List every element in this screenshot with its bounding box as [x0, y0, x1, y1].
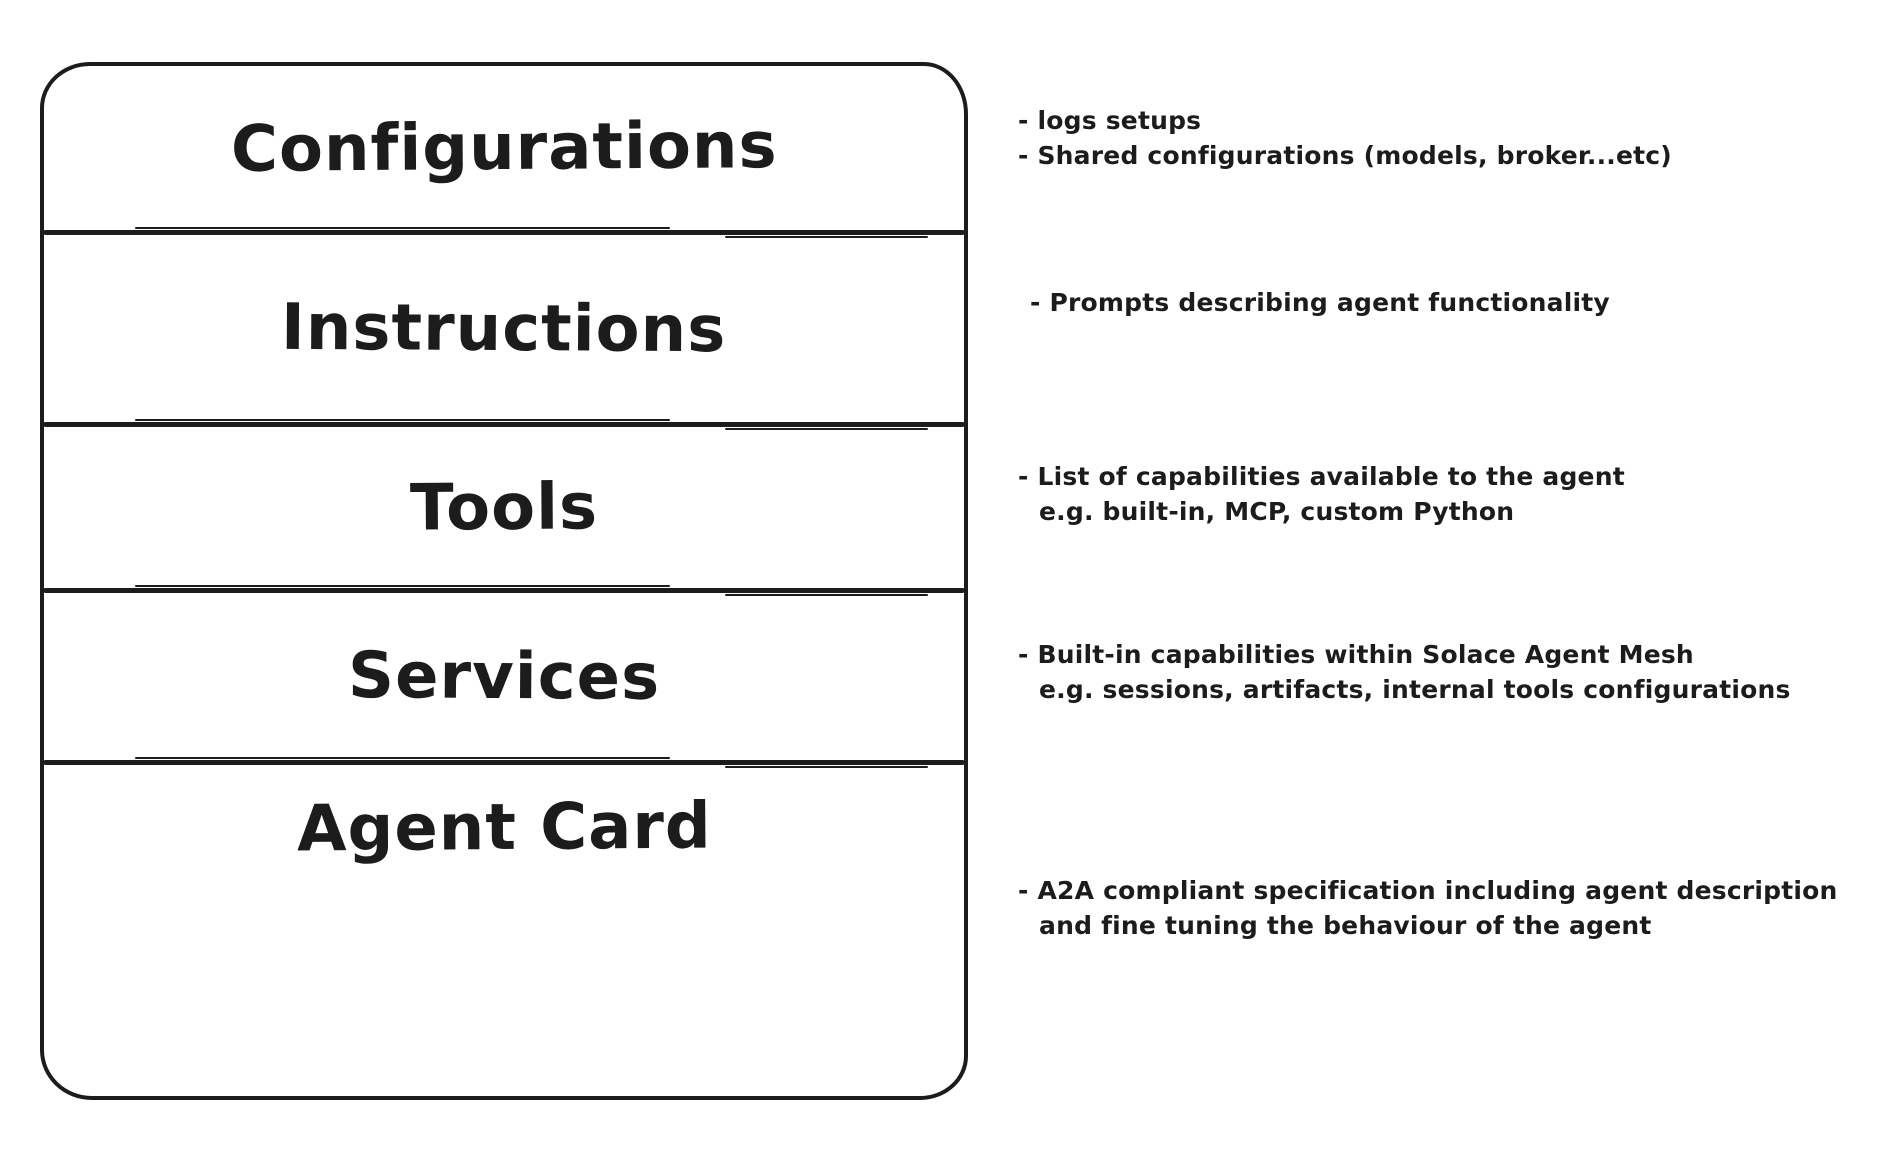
- section-label-configurations: Configurations: [230, 109, 778, 187]
- section-label-tools: Tools: [409, 469, 599, 546]
- section-divider: [43, 227, 965, 238]
- agent-component-stack: Configurations Instructions Tools Servic…: [40, 62, 968, 1100]
- annotation-line: - logs setups: [1018, 106, 1202, 135]
- section-services: Services: [44, 593, 964, 760]
- annotation-line: e.g. built-in, MCP, custom Python: [1039, 496, 1515, 526]
- section-label-instructions: Instructions: [281, 290, 727, 367]
- annotation-line: e.g. sessions, artifacts, internal tools…: [1039, 674, 1791, 704]
- section-divider: [43, 585, 965, 596]
- section-tools: Tools: [44, 427, 964, 588]
- section-configurations: Configurations: [44, 66, 964, 230]
- annotation-line: - Built-in capabilities within Solace Ag…: [1018, 640, 1694, 669]
- annotation-line: and fine tuning the behaviour of the age…: [1039, 910, 1652, 940]
- section-label-services: Services: [347, 638, 661, 715]
- section-divider: [43, 757, 965, 768]
- section-divider: [43, 419, 965, 430]
- annotation-tools: - List of capabilities available to the …: [1018, 460, 1625, 529]
- annotation-configurations: - logs setups - Shared configurations (m…: [1018, 104, 1672, 173]
- section-agent-card: Agent Card: [44, 765, 964, 1096]
- annotation-instructions: - Prompts describing agent functionality: [1030, 286, 1610, 321]
- annotation-line: - List of capabilities available to the …: [1018, 462, 1625, 491]
- annotation-agent-card: - A2A compliant specification including …: [1018, 874, 1838, 943]
- annotation-line: - Prompts describing agent functionality: [1030, 288, 1610, 317]
- section-instructions: Instructions: [44, 235, 964, 422]
- section-label-agent-card: Agent Card: [296, 789, 712, 867]
- annotation-line: - Shared configurations (models, broker.…: [1018, 140, 1672, 170]
- annotation-line: - A2A compliant specification including …: [1018, 876, 1838, 905]
- annotation-services: - Built-in capabilities within Solace Ag…: [1018, 638, 1791, 707]
